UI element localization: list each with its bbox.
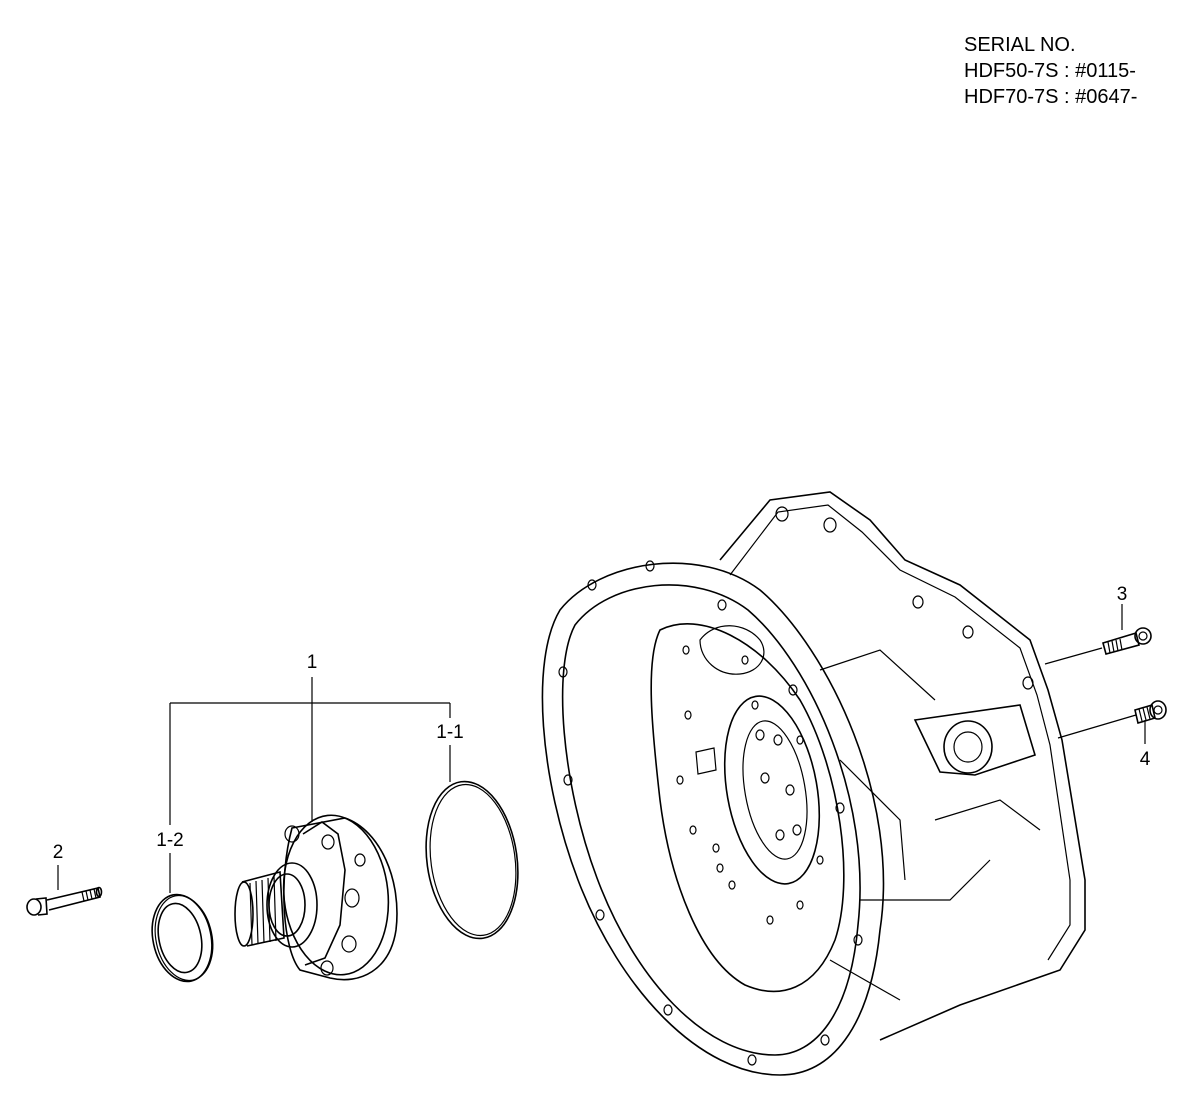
bolt-part-3 bbox=[1102, 627, 1152, 655]
callout-part-3: 3 bbox=[1117, 584, 1128, 605]
serial-heading: SERIAL NO. bbox=[964, 34, 1076, 56]
callout-part-4: 4 bbox=[1140, 749, 1151, 770]
o-ring-part-1-1 bbox=[425, 780, 519, 940]
callout-leaders bbox=[57, 604, 1146, 893]
pump-assembly-part-1 bbox=[234, 814, 398, 981]
bolt-part-2 bbox=[26, 886, 103, 916]
callout-part-1-2: 1-2 bbox=[156, 830, 183, 851]
transmission-housing bbox=[541, 491, 1086, 1076]
serial-line-hdf50: HDF50-7S : #0115- bbox=[964, 60, 1136, 82]
serial-number-block: SERIAL NO. HDF50-7S : #0115- HDF70-7S : … bbox=[964, 32, 1137, 110]
callout-part-1-1: 1-1 bbox=[436, 722, 463, 743]
bolt-part-4 bbox=[1134, 700, 1167, 725]
callout-part-1: 1 bbox=[307, 652, 318, 673]
seal-ring-part-1-2 bbox=[151, 893, 214, 983]
callout-part-2: 2 bbox=[53, 842, 64, 863]
serial-line-hdf70: HDF70-7S : #0647- bbox=[964, 86, 1138, 108]
